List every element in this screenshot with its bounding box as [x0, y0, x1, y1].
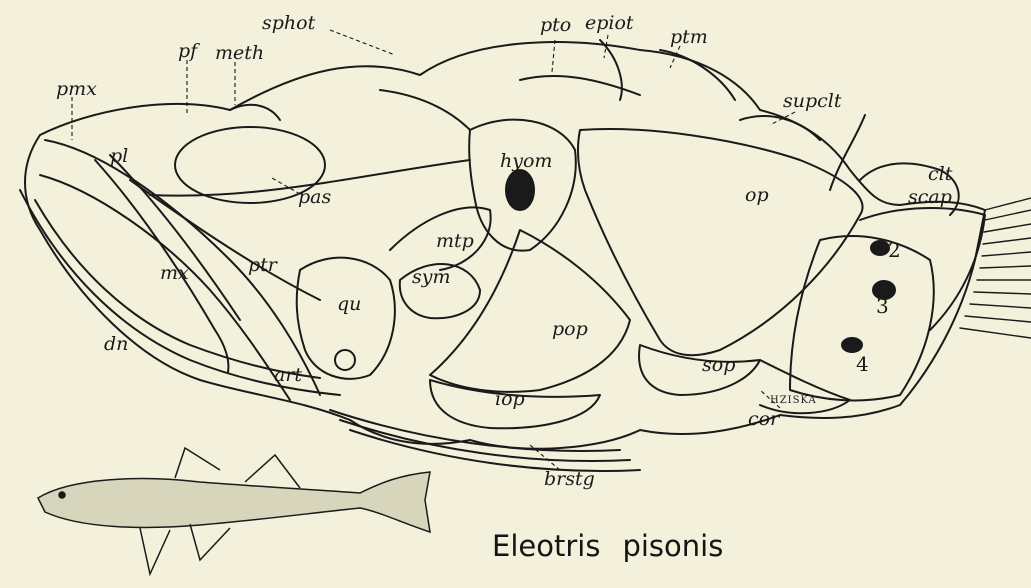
- dentary-inner: [35, 200, 320, 378]
- sphenotic: [380, 90, 470, 130]
- quadrate: [297, 258, 395, 379]
- hyomandibular-foramen: [506, 170, 534, 210]
- label-op: op: [745, 186, 769, 205]
- caption-species: pisonis: [622, 529, 723, 563]
- label-radial-3: 3: [876, 296, 889, 316]
- label-iop: iop: [495, 390, 525, 409]
- label-radial-2: 2: [888, 240, 901, 260]
- label-pop: pop: [552, 320, 588, 339]
- label-brstg: brstg: [544, 470, 595, 489]
- label-cor: cor: [748, 410, 779, 429]
- leader-pto: [552, 40, 555, 72]
- premaxilla-inner: [40, 175, 290, 400]
- label-radial-4: 4: [856, 354, 869, 374]
- mesethmoid: [230, 105, 280, 120]
- label-mtp: mtp: [436, 232, 474, 251]
- preopercle: [430, 230, 630, 392]
- label-art: art: [274, 366, 302, 385]
- label-pl: pl: [110, 147, 128, 166]
- caption-genus: Eleotris: [492, 529, 600, 563]
- label-epiot: epiot: [585, 14, 634, 33]
- inset-fish: [38, 448, 430, 574]
- label-meth: meth: [215, 44, 264, 63]
- radial-foramen-1: [871, 241, 889, 255]
- epiotic: [600, 40, 622, 100]
- species-caption: Eleotris pisonis: [492, 532, 723, 561]
- label-pf: pf: [178, 42, 197, 61]
- label-sym: sym: [412, 268, 451, 287]
- label-sphot: sphot: [262, 14, 315, 33]
- label-pmx: pmx: [56, 80, 97, 99]
- label-ptm: ptm: [670, 28, 708, 47]
- label-dn: dn: [104, 335, 128, 354]
- label-pto: pto: [540, 16, 571, 35]
- label-ptr: ptr: [248, 256, 277, 275]
- artist-credit: HZISKA: [770, 396, 817, 406]
- radial-foramen-3: [842, 338, 862, 352]
- label-scap: scap: [908, 188, 952, 207]
- quadrate-foramen: [335, 350, 355, 370]
- leader-sphot: [330, 30, 395, 55]
- label-sop: sop: [702, 356, 735, 375]
- label-supclt: supclt: [783, 92, 842, 111]
- label-pas: pas: [298, 188, 331, 207]
- label-qu: qu: [337, 295, 361, 314]
- label-hyom: hyom: [500, 152, 552, 171]
- subopercle: [639, 345, 760, 395]
- label-mx: mx: [160, 264, 189, 283]
- label-clt: clt: [928, 165, 952, 184]
